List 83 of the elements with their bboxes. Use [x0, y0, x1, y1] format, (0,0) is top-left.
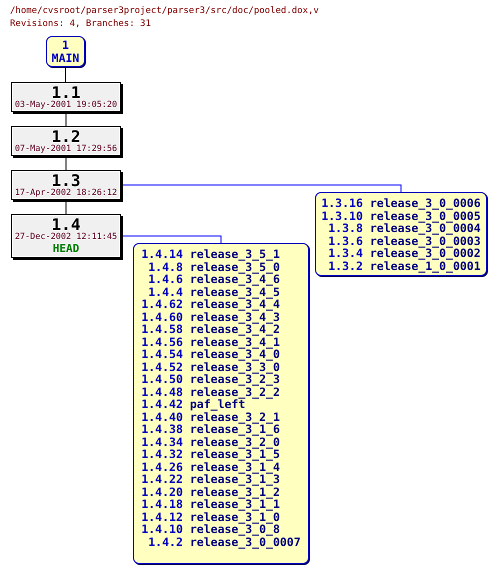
revision-box	[11, 170, 121, 200]
connector-line	[65, 66, 66, 82]
tag-name: release_3_4_2	[190, 323, 281, 336]
revision-number: 1.4.60	[141, 310, 183, 323]
summary-text: Revisions: 4, Branches: 31	[10, 19, 151, 30]
revision-date: 07-May-2001 17:29:56	[14, 144, 118, 154]
revision-number: 1.4.40	[141, 410, 183, 423]
revision-number: 1	[62, 38, 69, 52]
tag-label: HEAD	[52, 242, 80, 256]
tag-list-box	[315, 192, 487, 276]
tag-name: release_3_4_6	[190, 273, 281, 286]
tag-name: release_3_2_1	[190, 410, 281, 423]
tag-name: release_3_1_4	[190, 460, 281, 473]
tag-name: release_3_0_0004	[370, 222, 481, 234]
tag-name: release_3_2_0	[190, 436, 281, 448]
revision-date: 17-Apr-2002 18:26:12	[14, 188, 118, 198]
revision-number: 1.4.34	[141, 436, 183, 448]
branch-box	[46, 36, 85, 67]
file-path-heading: /home/cvsroot/parser3project/parser3/src/doc/pooled.dox,v	[10, 6, 319, 17]
revision-number: 1.1	[52, 84, 80, 100]
tag-name: release_3_4_4	[190, 298, 281, 310]
revision-number: 1.3.6	[327, 234, 363, 247]
tag-name: release_3_2_3	[190, 373, 281, 386]
tag-name: release_3_5_0	[190, 260, 281, 273]
revision-number: 1.3.2	[327, 260, 363, 272]
tag-name: release_3_4_0	[190, 348, 281, 360]
revision-number: 1.3	[52, 172, 80, 188]
tag-name: release_3_0_8	[190, 523, 281, 536]
revision-number: 1.4.2	[147, 536, 183, 548]
revision-number: 1.4.26	[141, 460, 183, 473]
tag-name: release_3_1_1	[190, 498, 281, 510]
tag-name: release_3_1_6	[190, 423, 281, 436]
tag-name: release_3_0_0002	[370, 247, 481, 260]
revision-number: 1.3.10	[321, 210, 363, 222]
tag-name: release_3_1_5	[190, 448, 281, 460]
revision-number: 1.2	[52, 128, 80, 144]
revision-number: 1.4.22	[141, 473, 183, 486]
revision-number: 1.4.52	[141, 360, 183, 373]
revision-number: 1.4.18	[141, 498, 183, 510]
revision-number: 1.4.56	[141, 336, 183, 348]
revision-number: 1.4.12	[141, 510, 183, 523]
revision-number: 1.4.42	[141, 398, 183, 410]
revision-box	[11, 126, 121, 156]
revision-number: 1.4.8	[147, 260, 183, 273]
tag-name: release_3_4_1	[190, 336, 281, 348]
tag-name: paf_left	[190, 398, 246, 410]
revision-number: 1.4.54	[141, 348, 183, 360]
revision-box	[11, 214, 121, 258]
revision-number: 1.4.38	[141, 423, 183, 436]
connector-line	[120, 236, 222, 244]
revision-number: 1.4.10	[141, 523, 183, 536]
revision-number: 1.4.50	[141, 373, 183, 386]
revision-number: 1.4.48	[141, 386, 183, 398]
tag-name: release_3_4_5	[190, 286, 281, 298]
tag-name: release_3_0_0003	[370, 234, 481, 247]
connector-line	[120, 184, 402, 192]
tag-name: release_3_3_0	[190, 360, 281, 373]
revision-date: 03-May-2001 19:05:20	[14, 100, 118, 110]
revision-box	[11, 82, 121, 112]
branch-name: MAIN	[52, 52, 80, 64]
tag-name: release_3_4_3	[190, 310, 281, 323]
tag-list-box	[133, 243, 309, 564]
tag-name: release_3_1_3	[190, 473, 281, 486]
revision-number: 1.4.58	[141, 323, 183, 336]
tag-name: release_1_0_0001	[370, 260, 481, 272]
revision-number: 1.4.62	[141, 298, 183, 310]
revision-number: 1.4.6	[147, 273, 183, 286]
revision-number: 1.4.32	[141, 448, 183, 460]
tag-name: release_3_5_1	[190, 248, 281, 260]
tag-name: release_3_0_0006	[370, 197, 481, 210]
tag-name: release_3_1_2	[190, 486, 281, 498]
revision-number: 1.3.4	[327, 247, 363, 260]
revision-date: 27-Dec-2002 12:11:45	[14, 232, 118, 242]
revision-number: 1.4.4	[147, 286, 183, 298]
tag-name: release_3_0_0005	[370, 210, 481, 222]
revision-number: 1.3.8	[327, 222, 363, 234]
revision-number: 1.4	[52, 216, 80, 232]
revision-number: 1.3.16	[321, 197, 363, 210]
revision-number: 1.4.20	[141, 486, 183, 498]
revision-number: 1.4.14	[141, 248, 183, 260]
tag-name: release_3_2_2	[190, 386, 281, 398]
tag-name: release_3_1_0	[190, 510, 281, 523]
tag-name: release_3_0_0007	[190, 536, 301, 548]
